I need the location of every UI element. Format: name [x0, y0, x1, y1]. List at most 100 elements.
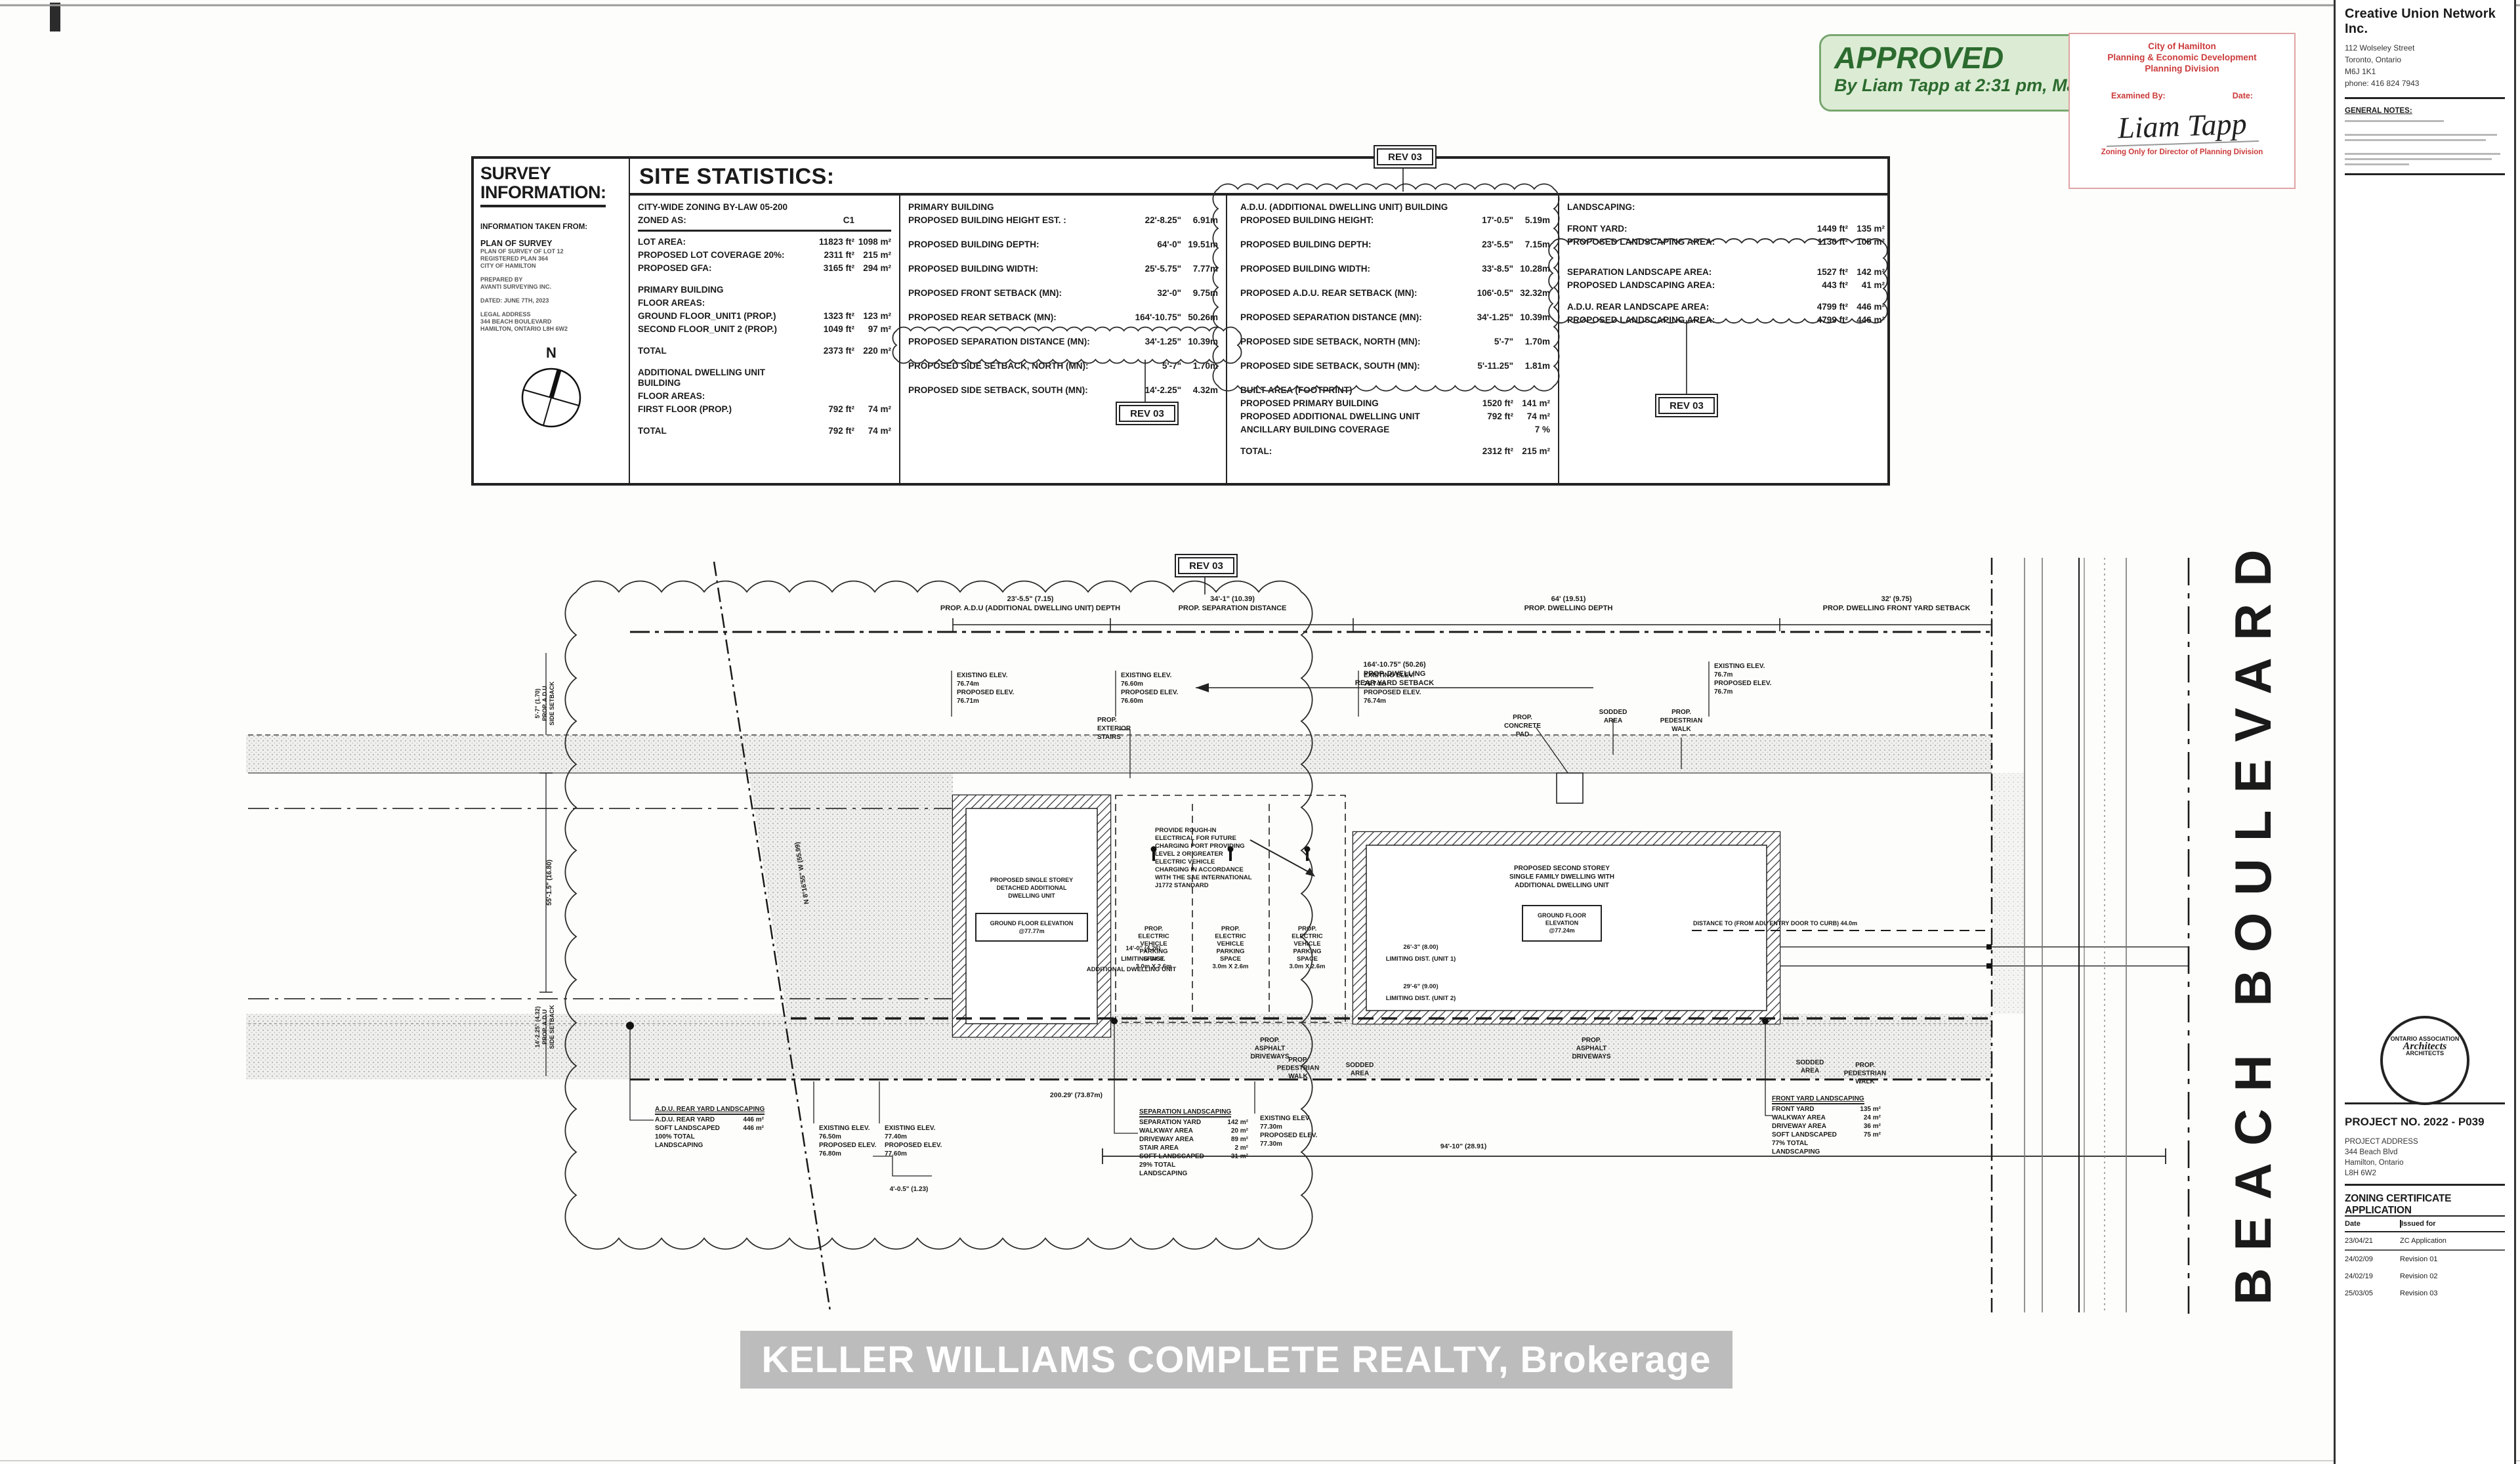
- plan-annotation: 34'-1" (10.39)PROP. SEPARATION DISTANCE: [1179, 595, 1287, 612]
- title-block: Creative Union Network Inc. 112 Wolseley…: [2334, 0, 2516, 1464]
- plan-annotation: ADDITIONAL DWELLING UNIT: [1087, 966, 1177, 973]
- seal-script: Architects: [2403, 1041, 2447, 1052]
- general-notes-label: GENERAL NOTES:: [2345, 107, 2412, 115]
- plan-annotation: 200.29' (73.87m): [1050, 1091, 1102, 1099]
- text-line: phone: 416 824 7943: [2345, 79, 2420, 88]
- plan-annotation: 64' (19.51)PROP. DWELLING DEPTH: [1524, 595, 1613, 612]
- plan-annotation: 5'-7" (1.70)PROP. A.D.USIDE SETBACK: [534, 681, 555, 726]
- divider: [2345, 173, 2505, 175]
- seal-line1: ONTARIO ASSOCIATION: [2390, 1035, 2460, 1042]
- divider: [2345, 1102, 2505, 1104]
- examined-by-label: Examined By:: [2111, 91, 2166, 100]
- plan-annotation: 32' (9.75)PROP. DWELLING FRONT YARD SETB…: [1823, 595, 1971, 612]
- text-line: Toronto, Ontario: [2345, 55, 2402, 64]
- text-line: 112 Wolseley Street: [2345, 43, 2415, 52]
- text-line: HAMILTON, ONTARIO L8H 6W2: [480, 325, 568, 332]
- landscaping-block-title: A.D.U. REAR YARD LANDSCAPING: [655, 1105, 765, 1115]
- survey-date: DATED: JUNE 7TH, 2023: [480, 297, 549, 304]
- sheet-corner-mark: [50, 3, 60, 31]
- landscaping-block-title: SEPARATION LANDSCAPING: [1139, 1108, 1232, 1118]
- divider: [2345, 97, 2505, 99]
- stats-row: ZONED AS:C1: [638, 215, 854, 225]
- plan-annotation: 29'-6" (9.00): [1403, 983, 1438, 990]
- text-line: PROJECT ADDRESS: [2345, 1138, 2418, 1146]
- stamp-footer: Zoning Only for Director of Planning Div…: [2101, 148, 2263, 156]
- text-line: 344 BEACH BOULEVARD: [480, 318, 552, 325]
- survey-title-2: INFORMATION:: [480, 182, 606, 202]
- firm-name: Creative Union Network Inc.: [2345, 7, 2496, 36]
- rev03-tag-landscaping: REV 03: [1655, 394, 1718, 417]
- survey-information: SURVEY INFORMATION: INFORMATION TAKEN FR…: [474, 159, 629, 483]
- plan-annotation: 4'-0.5" (1.23): [890, 1186, 929, 1193]
- landscaping-row: 100% TOTAL LANDSCAPING: [655, 1133, 704, 1149]
- text-line: 344 Beach Blvd: [2345, 1148, 2398, 1156]
- north-label: N: [546, 345, 556, 361]
- divider: [2345, 1184, 2505, 1186]
- plan-annotation: LIMITING DIST. (UNIT 2): [1386, 995, 1456, 1002]
- text-line: M6J 1K1: [2345, 67, 2376, 76]
- stats-row: PROPOSED BUILDING WIDTH:25'-5.75"7.77m: [908, 264, 1218, 274]
- plan-annotation: 94'-10" (28.91): [1440, 1142, 1487, 1150]
- landscaping-block-title: FRONT YARD LANDSCAPING: [1772, 1095, 1864, 1104]
- text-line: LEGAL ADDRESS: [480, 311, 531, 318]
- application-title: ZONING CERTIFICATE APPLICATION: [2345, 1193, 2452, 1216]
- survey-taken-from: INFORMATION TAKEN FROM:: [480, 223, 588, 231]
- brokerage-watermark: KELLER WILLIAMS COMPLETE REALTY, Brokera…: [740, 1331, 1732, 1389]
- stats-row: LANDSCAPING:: [1567, 202, 1635, 212]
- text-line: REGISTERED PLAN 364: [480, 255, 549, 262]
- plan-annotation: LIMITING DIST.: [1121, 955, 1166, 963]
- stats-row: PRIMARY BUILDING: [908, 202, 994, 212]
- compass-icon: [521, 367, 581, 428]
- north-arrow: N: [480, 345, 622, 437]
- rev03-tag-primary: REV 03: [1116, 402, 1179, 425]
- divider: [629, 159, 630, 483]
- plan-annotation: LIMITING DIST. (UNIT 1): [1386, 955, 1456, 963]
- stats-row: PROPOSED REAR SETBACK (MN):164'-10.75"50…: [908, 312, 1218, 322]
- plan-annotation: 14'-2.25" (4.32)PROP. A.D.USIDE SETBACK: [534, 1005, 555, 1049]
- rev03-tag-plan: REV 03: [1175, 554, 1238, 577]
- plan-annotation: 55'-1.5" (16.80): [546, 860, 553, 906]
- plan-annotation: 23'-5.5" (7.15)PROP. A.D.U (ADDITIONAL D…: [940, 595, 1120, 612]
